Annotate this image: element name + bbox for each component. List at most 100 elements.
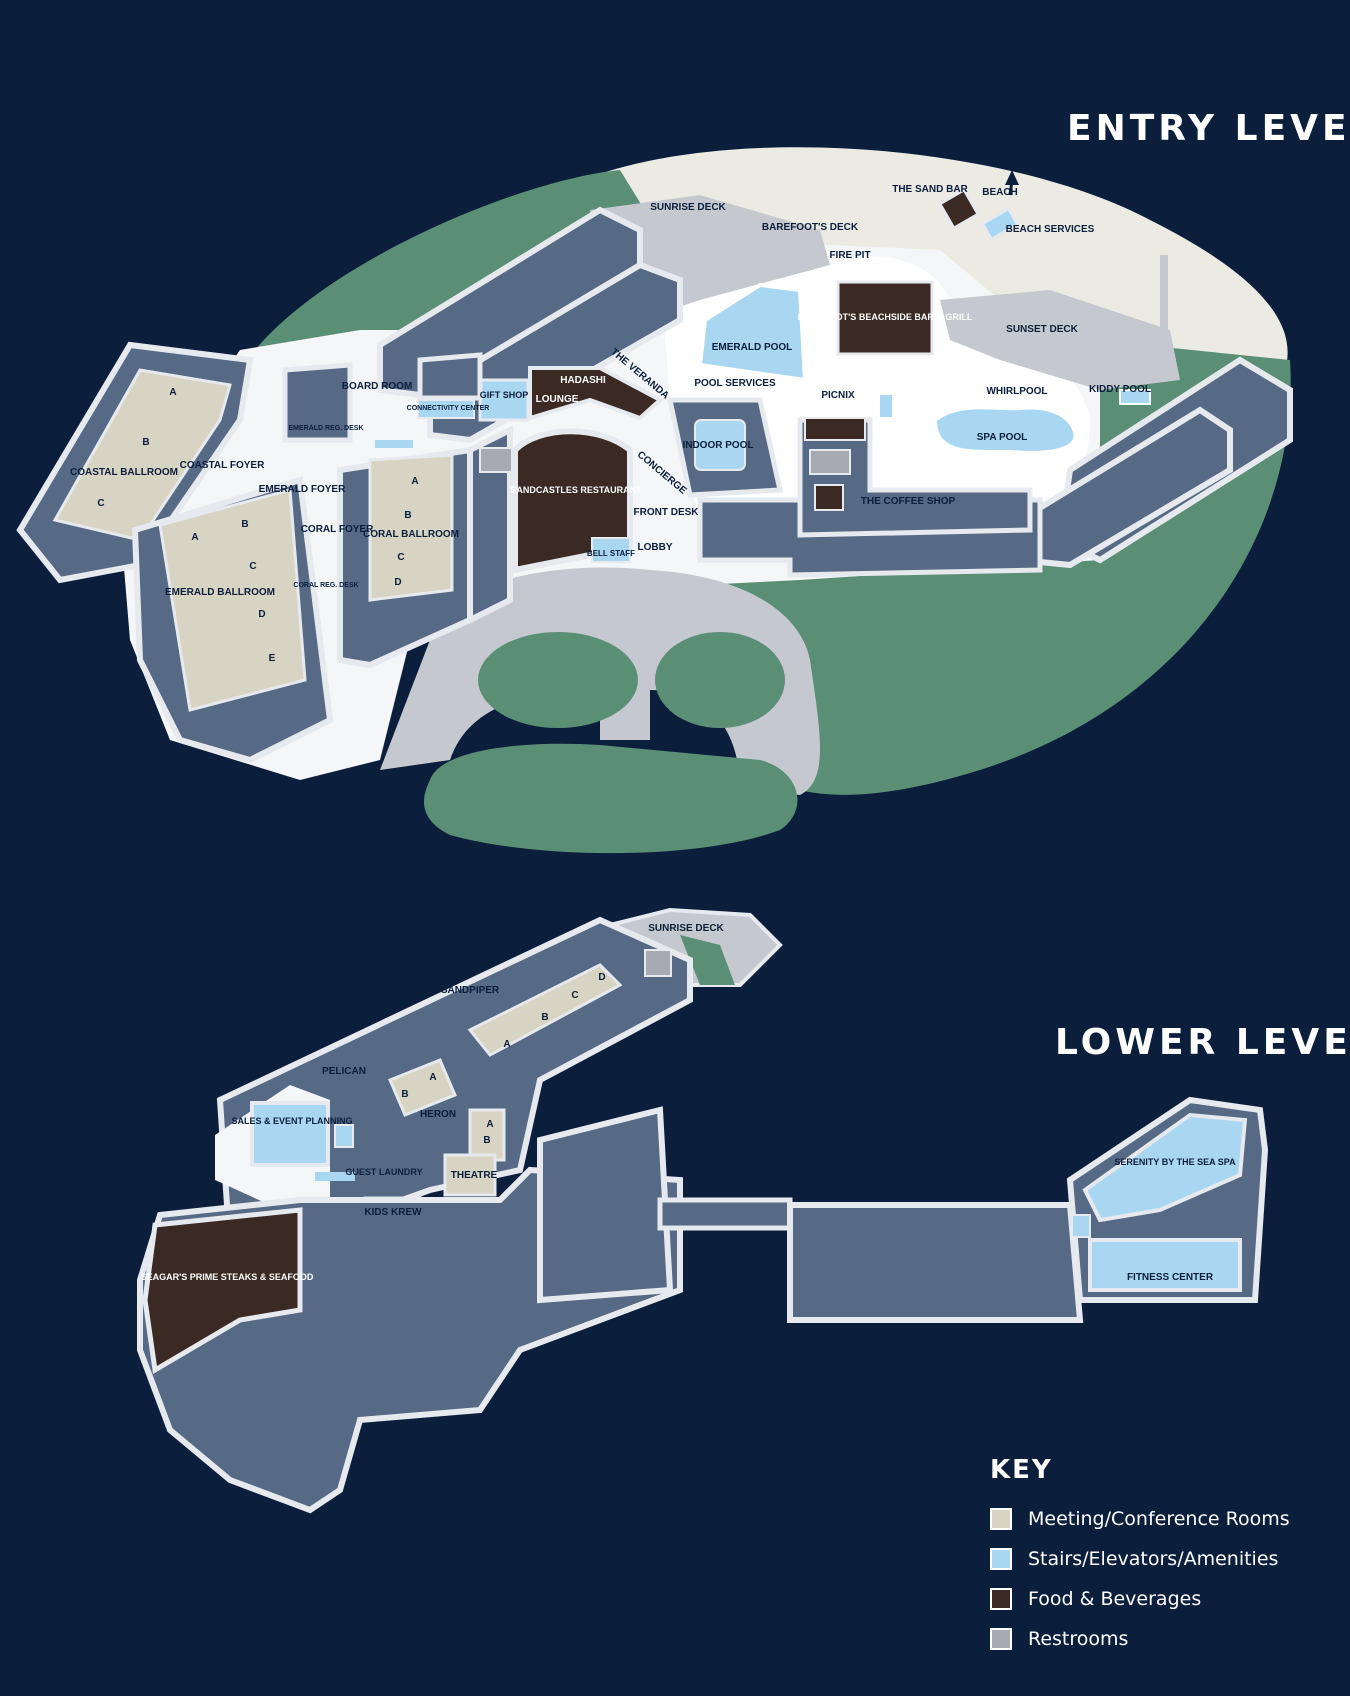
key-item-restrooms: Restrooms bbox=[990, 1619, 1330, 1659]
label-guest-laundry: GUEST LAUNDRY bbox=[345, 1167, 422, 1177]
label-fitness: FITNESS CENTER bbox=[1127, 1272, 1214, 1283]
gift-shop[interactable] bbox=[478, 378, 530, 422]
restroom-picnix bbox=[809, 449, 851, 475]
key-item-amenities: Stairs/Elevators/Amenities bbox=[990, 1539, 1330, 1579]
lobby-west-rooms bbox=[467, 425, 513, 625]
beach-services[interactable] bbox=[980, 206, 1020, 242]
label-barefoots-grill: BAREFOOT'S BEACHSIDE BAR & GRILL bbox=[798, 312, 973, 322]
label-indoor-pool: INDOOR POOL bbox=[682, 440, 753, 451]
kiddy-pool[interactable] bbox=[1119, 389, 1151, 405]
lower-elevator bbox=[334, 1124, 354, 1148]
coastal-letter-b: B bbox=[142, 437, 149, 448]
label-lower-sunrise-deck: SUNRISE DECK bbox=[648, 923, 724, 934]
lower-central-block bbox=[537, 1106, 674, 1304]
theatre-room[interactable] bbox=[443, 1153, 497, 1197]
indoor-pool[interactable] bbox=[694, 419, 746, 471]
label-beach-services: BEACH SERVICES bbox=[1006, 224, 1095, 235]
barefoots-grill[interactable] bbox=[836, 280, 934, 356]
hadashi-lounge[interactable] bbox=[528, 366, 664, 421]
spa-pool[interactable] bbox=[932, 405, 1078, 455]
section-letters-lower: A B C D A B A B bbox=[401, 972, 605, 1146]
label-kids-krew: KIDS KREW bbox=[364, 1207, 422, 1218]
label-whirlpool: WHIRLPOOL bbox=[986, 386, 1047, 397]
seagars-restaurant[interactable] bbox=[142, 1207, 303, 1375]
beach-arrow-icon bbox=[1005, 170, 1019, 185]
key-item-food: Food & Beverages bbox=[990, 1579, 1330, 1619]
emerald-letter-e: E bbox=[269, 653, 276, 664]
entry-level-map: SUNRISE DECK BAREFOOT'S DECK FIRE PIT TH… bbox=[16, 147, 1293, 854]
lower-level-map: SUNRISE DECK SANDPIPER PELICAN HERON SAL… bbox=[137, 907, 1269, 1514]
label-theatre: THEATRE bbox=[451, 1170, 498, 1181]
label-emerald-pool: EMERALD POOL bbox=[712, 342, 793, 353]
label-kiddy-pool: KIDDY POOL bbox=[1089, 384, 1151, 395]
label-pelican: PELICAN bbox=[322, 1066, 366, 1077]
label-coral-ballroom: CORAL BALLROOM bbox=[363, 529, 459, 540]
sandpiper-letter-a: A bbox=[503, 1039, 510, 1050]
lower-stairs bbox=[315, 1172, 355, 1181]
coffee-shop-block bbox=[797, 417, 1033, 538]
fitness-center[interactable] bbox=[1088, 1238, 1242, 1292]
coffee-shop[interactable] bbox=[814, 484, 844, 511]
lower-east-corridor bbox=[657, 1197, 793, 1231]
section-letters-entry: A B C A B C D E A B C D bbox=[97, 387, 418, 664]
emerald-pool[interactable] bbox=[697, 282, 808, 383]
label-bell-staff: BELL STAFF bbox=[587, 549, 635, 558]
sandpiper-letter-d: D bbox=[598, 972, 605, 983]
label-coastal-ballroom: COASTAL BALLROOM bbox=[70, 467, 178, 478]
label-picnix: PICNIX bbox=[821, 390, 855, 401]
label-beach: BEACH bbox=[982, 187, 1018, 198]
key-label-amenities: Stairs/Elevators/Amenities bbox=[1028, 1548, 1279, 1570]
emerald-letter-d: D bbox=[258, 609, 265, 620]
front-lawn bbox=[424, 743, 798, 854]
label-pool-services: POOL SERVICES bbox=[694, 378, 776, 389]
label-emerald-reg: EMERALD REG. DESK bbox=[288, 425, 363, 432]
key-label-meeting: Meeting/Conference Rooms bbox=[1028, 1508, 1290, 1530]
coastal-letter-a: A bbox=[169, 387, 176, 398]
label-coral-foyer: CORAL FOYER bbox=[301, 524, 374, 535]
label-emerald-foyer: EMERALD FOYER bbox=[259, 484, 346, 495]
label-sand-bar: THE SAND BAR bbox=[892, 184, 968, 195]
label-sunrise-deck: SUNRISE DECK bbox=[650, 202, 726, 213]
spa-elevator bbox=[1071, 1214, 1091, 1238]
lower-level-title: LOWER LEVEL bbox=[1055, 1022, 1350, 1063]
label-lobby: LOBBY bbox=[638, 542, 673, 553]
key-item-meeting: Meeting/Conference Rooms bbox=[990, 1499, 1330, 1539]
meeting-swatch bbox=[990, 1508, 1012, 1530]
label-gift-shop: GIFT SHOP bbox=[480, 390, 529, 400]
coastal-ballroom[interactable] bbox=[52, 368, 232, 542]
map-key: KEY Meeting/Conference Rooms Stairs/Elev… bbox=[990, 1455, 1330, 1659]
key-label-food: Food & Beverages bbox=[1028, 1588, 1202, 1610]
key-label-restrooms: Restrooms bbox=[1028, 1628, 1129, 1650]
lower-sunrise-lawn bbox=[680, 935, 735, 985]
bell-staff[interactable] bbox=[591, 537, 631, 563]
sunset-deck bbox=[940, 290, 1180, 390]
pier-a bbox=[1160, 255, 1168, 335]
whirlpool-marker bbox=[880, 395, 892, 417]
label-coral-reg: CORAL REG. DESK bbox=[293, 582, 358, 589]
coral-letter-a: A bbox=[411, 476, 418, 487]
sales-event-planning[interactable] bbox=[250, 1101, 330, 1167]
emerald-letter-c: C bbox=[249, 561, 256, 572]
sandpiper-room[interactable] bbox=[467, 963, 623, 1057]
serenity-spa[interactable] bbox=[1082, 1112, 1248, 1223]
sand-bar[interactable] bbox=[937, 187, 981, 231]
label-sandcastles: SANDCASTLES RESTAURANT bbox=[510, 485, 642, 495]
pelican-room[interactable] bbox=[388, 1058, 457, 1117]
coastal-letter-c: C bbox=[97, 498, 104, 509]
picnix[interactable] bbox=[804, 417, 866, 441]
label-connectivity: CONNECTIVITY CENTER bbox=[407, 405, 490, 412]
label-coffee-shop: THE COFFEE SHOP bbox=[861, 496, 956, 507]
board-room-east bbox=[417, 352, 483, 401]
coral-letter-b: B bbox=[404, 510, 411, 521]
label-heron: HERON bbox=[420, 1109, 456, 1120]
label-barefoots-deck: BAREFOOT'S DECK bbox=[762, 222, 859, 233]
label-sunset-deck: SUNSET DECK bbox=[1006, 324, 1078, 335]
emerald-ballroom[interactable] bbox=[158, 488, 307, 712]
entry-level-title: ENTRY LEVEL bbox=[1067, 108, 1350, 149]
coral-letter-d: D bbox=[394, 577, 401, 588]
label-coastal-foyer: COASTAL FOYER bbox=[180, 460, 265, 471]
heron-letter-a: A bbox=[486, 1119, 493, 1130]
restroom-lobby bbox=[479, 447, 513, 473]
coral-ballroom[interactable] bbox=[368, 453, 454, 602]
